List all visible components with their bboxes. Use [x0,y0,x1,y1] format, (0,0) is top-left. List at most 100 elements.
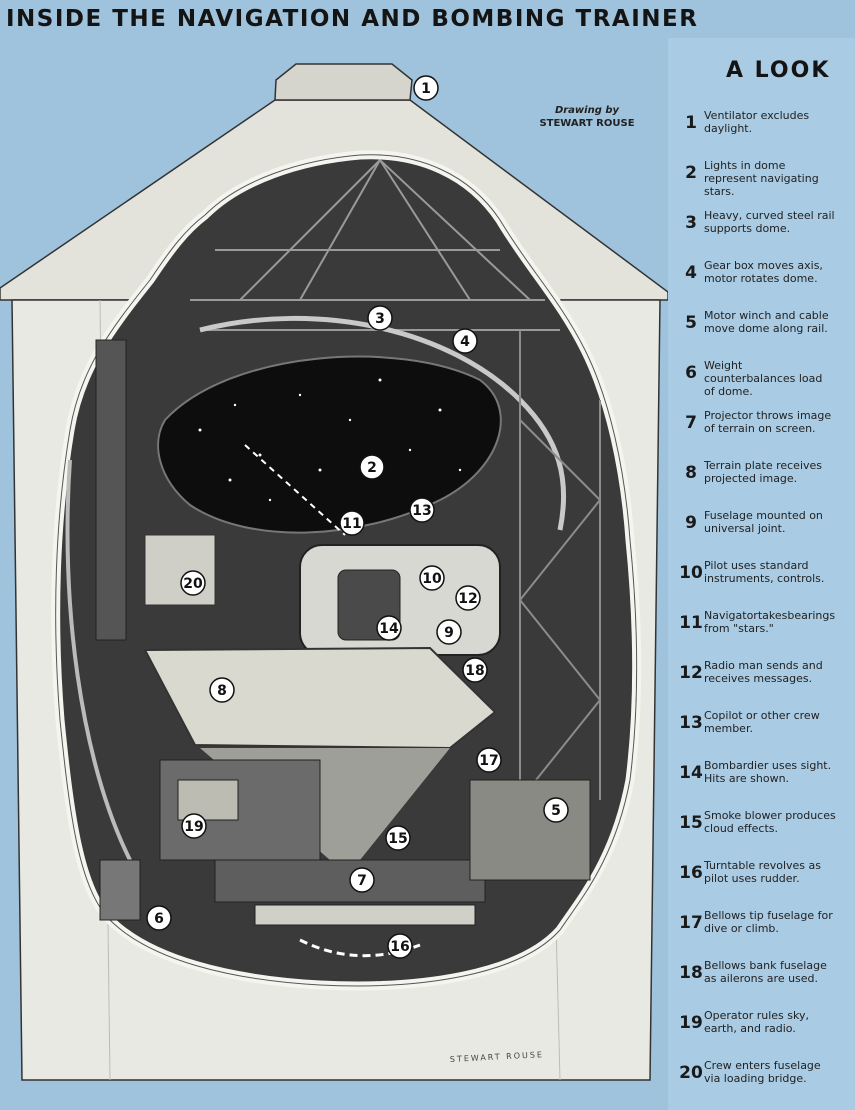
legend-number: 4 [685,263,697,283]
callout-3: 3 [367,305,393,331]
legend-text: Fuselage mounted on universal joint. [704,509,823,535]
legend-item: 4 Gear box moves axis, motor rotates dome… [678,256,846,306]
callout-15: 15 [385,825,411,851]
legend-number: 8 [685,463,697,483]
legend-text: Bellows bank fuselage as ailerons are us… [704,959,827,985]
legend-text: Heavy, curved steel rail supports dome. [704,209,835,235]
legend-number: 14 [679,763,703,783]
legend-text: Radio man sends and receives messages. [704,659,823,685]
legend-number: 17 [679,913,703,933]
callout-number: 5 [551,803,561,819]
legend-number: 10 [679,563,703,583]
winch-operator-platform [469,779,591,881]
legend-text: Smoke blower produces cloud effects. [704,809,836,835]
callout-number: 15 [388,831,407,847]
drawing-credit: Drawing by STEWART ROUSE [522,104,652,130]
legend-heading: A LOOK [726,58,831,83]
callout-number: 14 [379,621,399,637]
floor-beam [254,904,476,926]
callout-20: 20 [180,570,206,596]
legend-number: 3 [685,213,697,233]
callout-circle [462,657,488,683]
callout-number: 19 [184,819,203,835]
star-sight-line [244,444,346,536]
callout-circle [476,747,502,773]
ventilator [274,63,413,101]
callout-circle [181,813,207,839]
callout-circle [436,619,462,645]
legend-item: 3 Heavy, curved steel rail supports dome. [678,206,846,256]
callout-circle [413,75,439,101]
callout-number: 17 [479,753,498,769]
callout-circle [180,570,206,596]
legend-number: 15 [679,813,703,833]
callout-18: 18 [462,657,488,683]
counterweight [99,859,141,921]
dome-rail [199,315,567,531]
legend-text: Terrain plate receives projected image. [704,459,823,485]
callout-5: 5 [543,797,569,823]
callout-circle [385,825,411,851]
callout-circle [209,677,235,703]
legend-number: 16 [679,863,703,883]
callout-number: 16 [390,939,409,955]
callout-number: 10 [422,571,442,587]
legend-number: 18 [679,963,703,983]
callout-16: 16 [387,933,413,959]
callout-circle [455,585,481,611]
callout-19: 19 [181,813,207,839]
legend-text: Navigatortakesbearings from "stars." [704,609,836,635]
legend-text: Pilot uses standard instruments, control… [704,559,825,585]
callout-8: 8 [209,677,235,703]
callout-circle [409,497,435,523]
legend-text: Weight counterbalances load of dome. [704,359,823,398]
legend-number: 12 [679,663,703,683]
callout-number: 2 [367,460,377,476]
callout-14: 14 [376,615,402,641]
legend-number: 7 [685,413,697,433]
legend-text: Copilot or other crew member. [704,709,820,735]
right-truss [519,330,601,801]
callout-circle [387,933,413,959]
legend-text: Turntable revolves as pilot uses rudder. [704,859,821,885]
callout-9: 9 [436,619,462,645]
callout-13: 13 [409,497,435,523]
dome-stars [198,378,462,502]
legend-text: Gear box moves axis, motor rotates dome. [704,259,823,285]
callout-number: 20 [183,576,203,592]
callout-number: 7 [357,873,367,889]
callout-number: 11 [342,516,361,532]
terrain-plate [143,646,497,750]
legend-text: Operator rules sky, earth, and radio. [704,1009,809,1035]
callout-number: 13 [412,503,431,519]
callout-circle [367,305,393,331]
callout-number: 6 [154,911,164,927]
console-screen [177,779,239,821]
legend-item: 6 Weight counterbalances load of dome. [678,356,846,406]
callout-number: 18 [465,663,484,679]
callout-17: 17 [476,747,502,773]
callout-6: 6 [146,905,172,931]
legend-number: 6 [685,363,697,383]
legend-number: 11 [679,613,703,633]
callout-circle [376,615,402,641]
loading-bridge [144,534,216,606]
legend-number: 19 [679,1013,703,1033]
legend-number: 13 [679,713,703,733]
callout-number: 1 [421,81,431,97]
callout-number: 4 [460,334,470,350]
callout-number: 3 [375,311,385,327]
